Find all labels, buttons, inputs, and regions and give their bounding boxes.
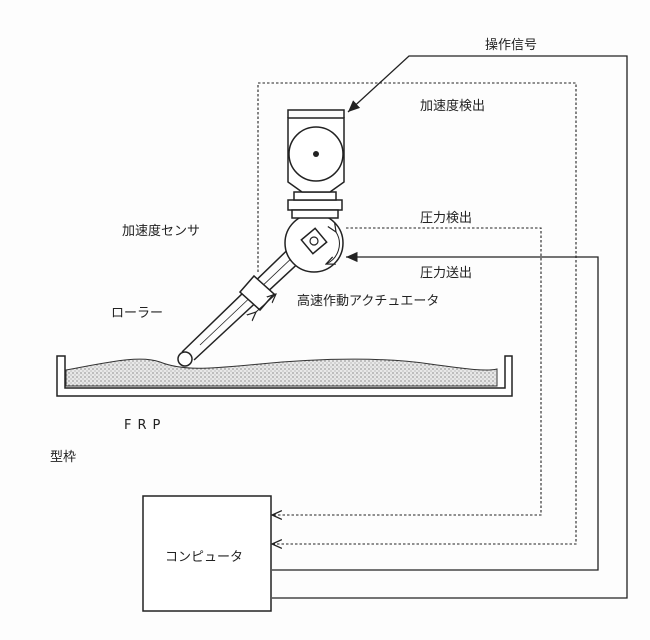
frp-layer [65,358,498,387]
mold-frame [56,355,513,397]
label-actuator: 高速作動アクチュエータ [297,294,440,309]
roller-wheel [177,351,193,367]
label-pressure-send: 圧力送出 [420,266,473,281]
label-accel-detect: 加速度検出 [420,99,486,114]
motor-housing [287,109,345,193]
label-computer: コンピュータ [165,550,244,565]
label-mold: 型枠 [50,450,77,465]
accel-sensor-block [238,274,276,312]
label-pressure-detect: 圧力検出 [420,211,473,226]
computer-box [142,495,272,612]
label-accel-sensor: 加速度センサ [122,224,201,239]
rotation-arrow [326,232,340,264]
accel-detect-line [257,82,577,544]
label-frp: FRP [124,418,167,433]
operation-signal-line [272,55,628,599]
actuator-flange [287,191,343,219]
label-roller: ローラー [111,306,164,321]
arm-motion-arrow [256,294,276,312]
label-operation-signal: 操作信号 [485,38,538,53]
pressure-detect-line [272,227,542,515]
pressure-send-line [272,251,599,571]
